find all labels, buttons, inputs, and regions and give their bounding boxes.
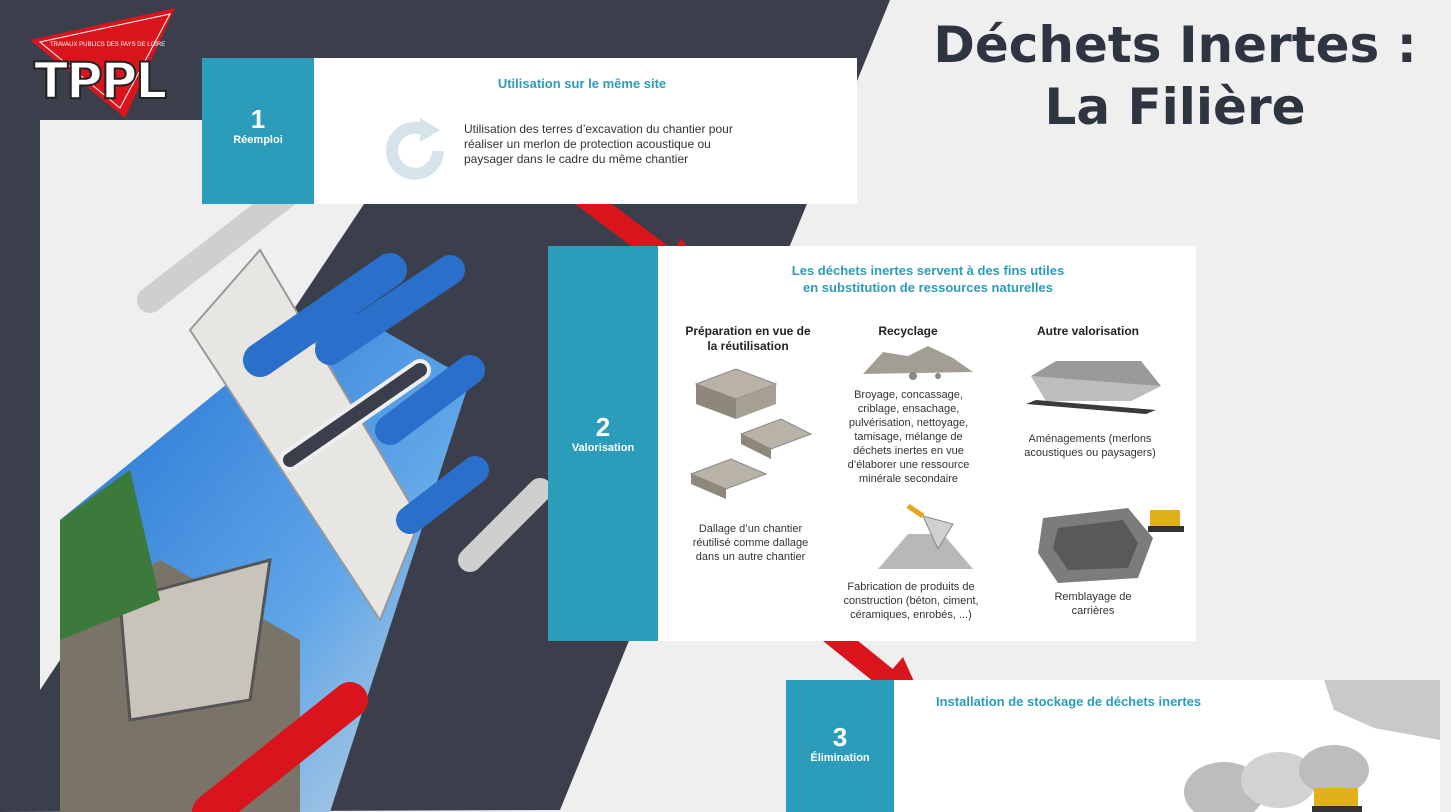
step3-label: Élimination <box>810 752 870 764</box>
step2-card: 2 Valorisation Les déchets inertes serve… <box>548 246 1196 641</box>
rubble-icon <box>863 346 973 380</box>
step3-badge: 3 Élimination <box>786 680 894 812</box>
col2-title: Recyclage <box>878 324 938 338</box>
col3-title: Autre valorisation <box>1036 324 1140 338</box>
step3-card: 3 Élimination Installation de stockage d… <box>786 680 1440 812</box>
quarry-backfill-icon <box>1038 508 1184 583</box>
step1-text: Utilisation des terres d’excavation du c… <box>464 122 733 166</box>
step2-heading-line-1: Les déchets inertes servent à des fins u… <box>791 263 1065 278</box>
title-line-1: Déchets Inertes : <box>933 16 1417 74</box>
step1-label: Réemploi <box>233 134 283 146</box>
step3-number: 3 <box>832 722 848 752</box>
step1-card: 1 Réemploi Utilisation sur le même site … <box>202 58 857 204</box>
embankment-icon <box>1026 361 1161 414</box>
step1-badge: 1 Réemploi <box>202 58 314 204</box>
step2-heading: Les déchets inertes servent à des fins u… <box>698 262 1158 296</box>
logo-subtitle: TRAVAUX PUBLICS DES PAYS DE LOIRE <box>50 42 166 48</box>
step2-number: 2 <box>595 412 611 442</box>
step2-heading-line-2: en substitution de ressources naturelles <box>803 280 1053 295</box>
col1-title: Préparation en vue de la réutilisation <box>685 324 811 353</box>
col2-text-2: Fabrication de produits de construction … <box>843 581 979 621</box>
step3-heading: Installation de stockage de déchets iner… <box>936 694 1202 709</box>
logo-text: TPPL <box>33 51 168 111</box>
col2-text: Broyage, concassage, criblage, ensachage… <box>847 389 970 485</box>
trees-photo <box>60 470 160 640</box>
step1-number: 1 <box>250 104 266 134</box>
step2-label: Valorisation <box>571 442 635 454</box>
step2-badge: 2 Valorisation <box>548 246 658 641</box>
col3-text: Aménagements (merlons acoustiques ou pay… <box>1024 433 1156 459</box>
col3-text-2: Remblayage de carrières <box>1054 591 1132 617</box>
page-title: Déchets Inertes : La Filière <box>905 14 1445 138</box>
tppl-logo: TRAVAUX PUBLICS DES PAYS DE LOIRE TPPL <box>20 8 180 118</box>
reuse-cycle-icon <box>386 118 444 180</box>
step1-heading: Utilisation sur le même site <box>497 76 667 91</box>
title-line-2: La Filière <box>1044 78 1306 136</box>
logo-emblem-icon <box>30 8 175 118</box>
paving-slabs-icon <box>689 368 813 499</box>
storage-site-icon <box>1184 680 1440 812</box>
col1-text: Dallage d’un chantier réutilisé comme da… <box>692 523 809 563</box>
trowel-cement-icon <box>878 504 973 569</box>
